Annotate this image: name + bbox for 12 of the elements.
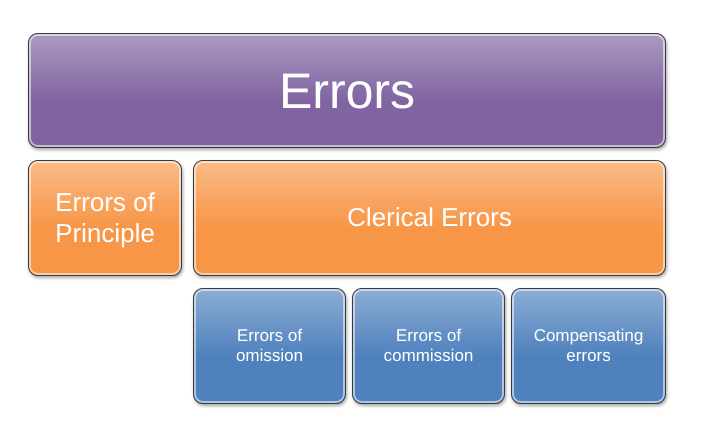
category-label: Errors (278, 62, 416, 120)
category-box (352, 288, 505, 404)
category-label: Compensating errors (532, 326, 644, 366)
category-box (28, 33, 666, 148)
category-label: Errors of Principle (54, 186, 156, 250)
category-label: Clerical Errors (347, 202, 512, 234)
category-box (193, 288, 346, 404)
category-box (28, 160, 182, 276)
category-label: Errors of commission (382, 326, 474, 366)
category-box (511, 288, 666, 404)
category-box (193, 160, 666, 276)
category-label: Errors of omission (234, 326, 304, 366)
